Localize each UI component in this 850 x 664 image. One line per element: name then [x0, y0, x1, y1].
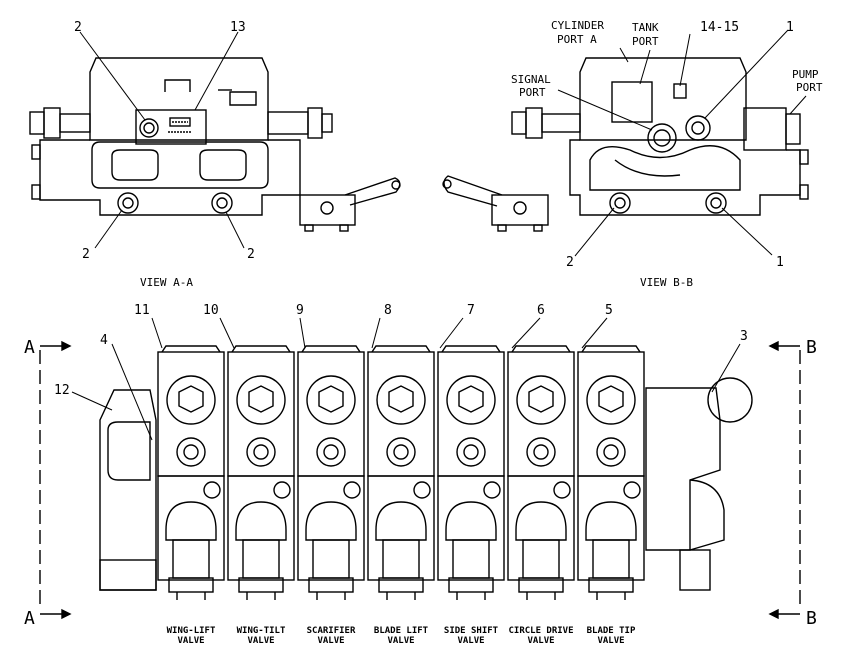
callout-3: 3: [740, 329, 748, 344]
callout-11: 11: [134, 303, 150, 318]
valve-section: [577, 345, 645, 600]
valve-label-line2: VALVE: [597, 636, 624, 646]
valve-section: [157, 345, 225, 600]
callout-12: 12: [54, 383, 70, 398]
section-mark-b-bottom: B: [806, 608, 817, 629]
callout-14-15: 14-15: [700, 20, 739, 35]
view-bb-drawing: [442, 29, 809, 257]
section-mark-a-bottom: A: [24, 608, 35, 629]
callout-4: 4: [100, 333, 108, 348]
valve-label-line2: VALVE: [387, 636, 414, 646]
callout-9: 9: [296, 303, 304, 318]
valve-section: [297, 345, 365, 600]
view-aa-drawing: [29, 31, 401, 249]
callout-2-bottom-left: 2: [82, 247, 90, 262]
callout-2-bottom-right: 2: [247, 247, 255, 262]
valve-section: [367, 345, 435, 600]
pump-port-label-line2: PORT: [796, 81, 823, 94]
valve-label-line1: SIDE SHIFT: [444, 626, 499, 636]
cylinder-port-label-line2: PORT A: [557, 33, 597, 46]
callout-6: 6: [537, 303, 545, 318]
valve-label-line1: WING-LIFT: [167, 626, 216, 636]
tank-port-label-line2: PORT: [632, 35, 659, 48]
valve-label-line2: VALVE: [457, 636, 484, 646]
valve-section: [227, 345, 295, 600]
valve-section: [507, 345, 575, 600]
valve-label-line1: SCARIFIER: [307, 626, 356, 636]
valve-section: [437, 345, 505, 600]
valve-label-line1: WING-TILT: [237, 626, 286, 636]
cylinder-port-label-line1: CYLINDER: [551, 19, 604, 32]
valve-label-line1: CIRCLE DRIVE: [508, 626, 573, 636]
valve-label-line2: VALVE: [177, 636, 204, 646]
callout-1-view-bb: 1: [776, 255, 784, 270]
callout-13: 13: [230, 20, 246, 35]
valve-label-line2: VALVE: [317, 636, 344, 646]
section-mark-b-top: B: [806, 337, 817, 358]
callout-10: 10: [203, 303, 219, 318]
valve-label-line1: BLADE LIFT: [374, 626, 429, 636]
valve-label-line2: VALVE: [527, 636, 554, 646]
callout-2-view-bb: 2: [566, 255, 574, 270]
view-bb-label: VIEW B-B: [640, 276, 693, 289]
signal-port-label-line2: PORT: [519, 86, 546, 99]
section-mark-a-top: A: [24, 337, 35, 358]
view-aa-label: VIEW A-A: [140, 276, 193, 289]
tank-port-label-line1: TANK: [632, 21, 659, 34]
valve-label-line1: BLADE TIP: [587, 626, 636, 636]
callout-1-top: 1: [786, 20, 794, 35]
callout-8: 8: [384, 303, 392, 318]
callout-7: 7: [467, 303, 475, 318]
callout-2-top: 2: [74, 20, 82, 35]
valve-stack-drawing: [39, 317, 801, 620]
signal-port-label-line1: SIGNAL: [511, 73, 551, 86]
pump-port-label-line1: PUMP: [792, 68, 819, 81]
valve-label-line2: VALVE: [247, 636, 274, 646]
callout-5: 5: [605, 303, 613, 318]
